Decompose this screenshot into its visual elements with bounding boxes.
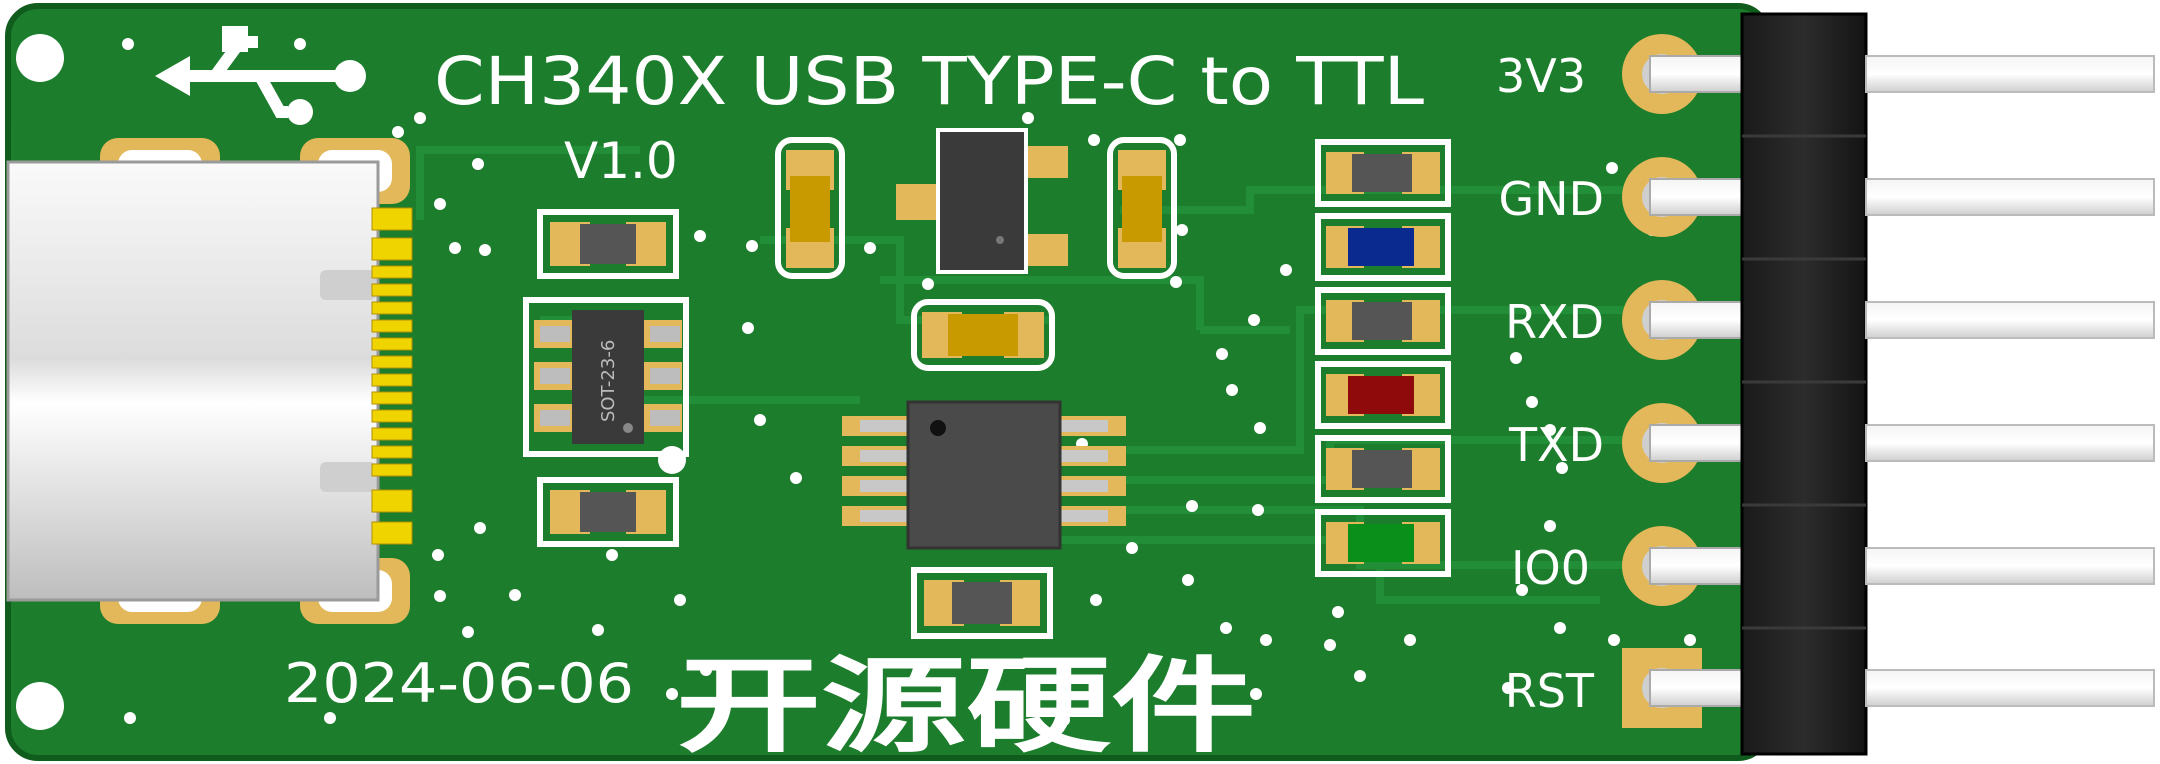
usb-trident-icon: [155, 26, 366, 125]
pin-label-rst: RST: [1505, 664, 1595, 718]
led-green: [1315, 509, 1451, 577]
led-blue: [1315, 213, 1451, 281]
capacitor-c1: [775, 137, 845, 279]
resistor-r2: [537, 477, 679, 547]
pin-label-rxd: RXD: [1505, 295, 1604, 349]
board-title: CH340X USB TYPE-C to TTL: [434, 43, 1424, 120]
pin-label-io0: IO0: [1511, 541, 1590, 595]
board-version: V1.0: [564, 132, 678, 190]
led-red: [1315, 361, 1451, 429]
board-date: 2024-06-06: [284, 652, 634, 715]
pin-label-3v3: 3V3: [1496, 49, 1586, 103]
ch340x-chip: [842, 400, 1126, 550]
resistor-r5: [1315, 287, 1451, 355]
board-slogan: 开源硬件: [676, 645, 1256, 764]
mounting-hole-top: [16, 34, 64, 82]
resistor-r6: [1315, 435, 1451, 503]
pin-label-gnd: GND: [1499, 172, 1604, 226]
capacitor-c2: [1107, 137, 1177, 279]
voltage-regulator: [896, 128, 1068, 274]
sot-23-6-ic: SOT-23-6: [523, 297, 689, 457]
capacitor-c3: [911, 299, 1055, 371]
vias: [122, 38, 1696, 726]
ic-marking: SOT-23-6: [598, 340, 619, 422]
pin-label-txd: TXD: [1508, 418, 1604, 472]
resistor-r1: [537, 209, 679, 279]
pin1-marker-dot: [658, 446, 686, 474]
mounting-hole-bottom: [16, 682, 64, 730]
resistor-r3: [911, 567, 1053, 639]
resistor-r4: [1315, 139, 1451, 207]
usb-type-c-connector: [6, 138, 413, 624]
pin-header: [1649, 12, 2155, 756]
